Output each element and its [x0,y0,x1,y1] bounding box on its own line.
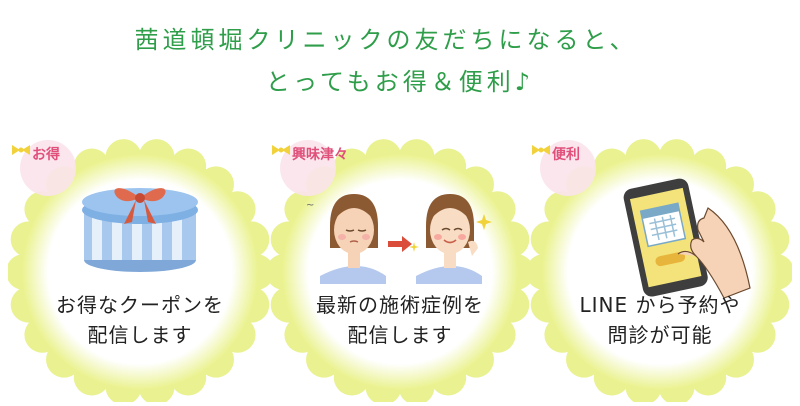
before-after-face-icon: ~ [306,194,492,284]
card-caption: 最新の施術症例を 配信します [268,290,532,350]
caption-line-2: 配信します [87,323,193,347]
line-booking-card: 便利 LINE から予約や 問診が可能 [528,138,792,402]
ribbon-icon [12,145,30,160]
badge-interest: 興味津々 [272,144,348,164]
badge-label: 興味津々 [292,147,348,163]
headline-line-2: とってもお得＆便利♪ [265,68,535,96]
badge-label: 便利 [552,147,580,163]
ribbon-icon [532,145,550,160]
caption-line-1: LINE から予約や [579,293,741,317]
caption-line-2: 問診が可能 [607,323,713,347]
caption-line-2: 配信します [347,323,453,347]
ribbon-icon [272,145,290,160]
gift-box-icon [82,188,198,272]
caption-line-1: お得なクーポンを [56,293,224,317]
headline-line-1: 茜道頓堀クリニックの友だちになると、 [134,26,638,54]
card-caption: お得なクーポンを 配信します [8,290,272,350]
smartphone-calendar-icon [623,178,751,299]
coupon-card: お得 お得なクーポンを 配信します [8,138,272,402]
caption-line-1: 最新の施術症例を [316,293,484,317]
badge-value: お得 [12,144,60,164]
badge-label: お得 [32,147,60,163]
badge-convenient: 便利 [532,144,580,164]
svg-text:~: ~ [306,200,314,211]
case-study-card: ~ 興味津々 最新の施術症例を 配信します [268,138,532,402]
card-caption: LINE から予約や 問診が可能 [528,290,792,350]
